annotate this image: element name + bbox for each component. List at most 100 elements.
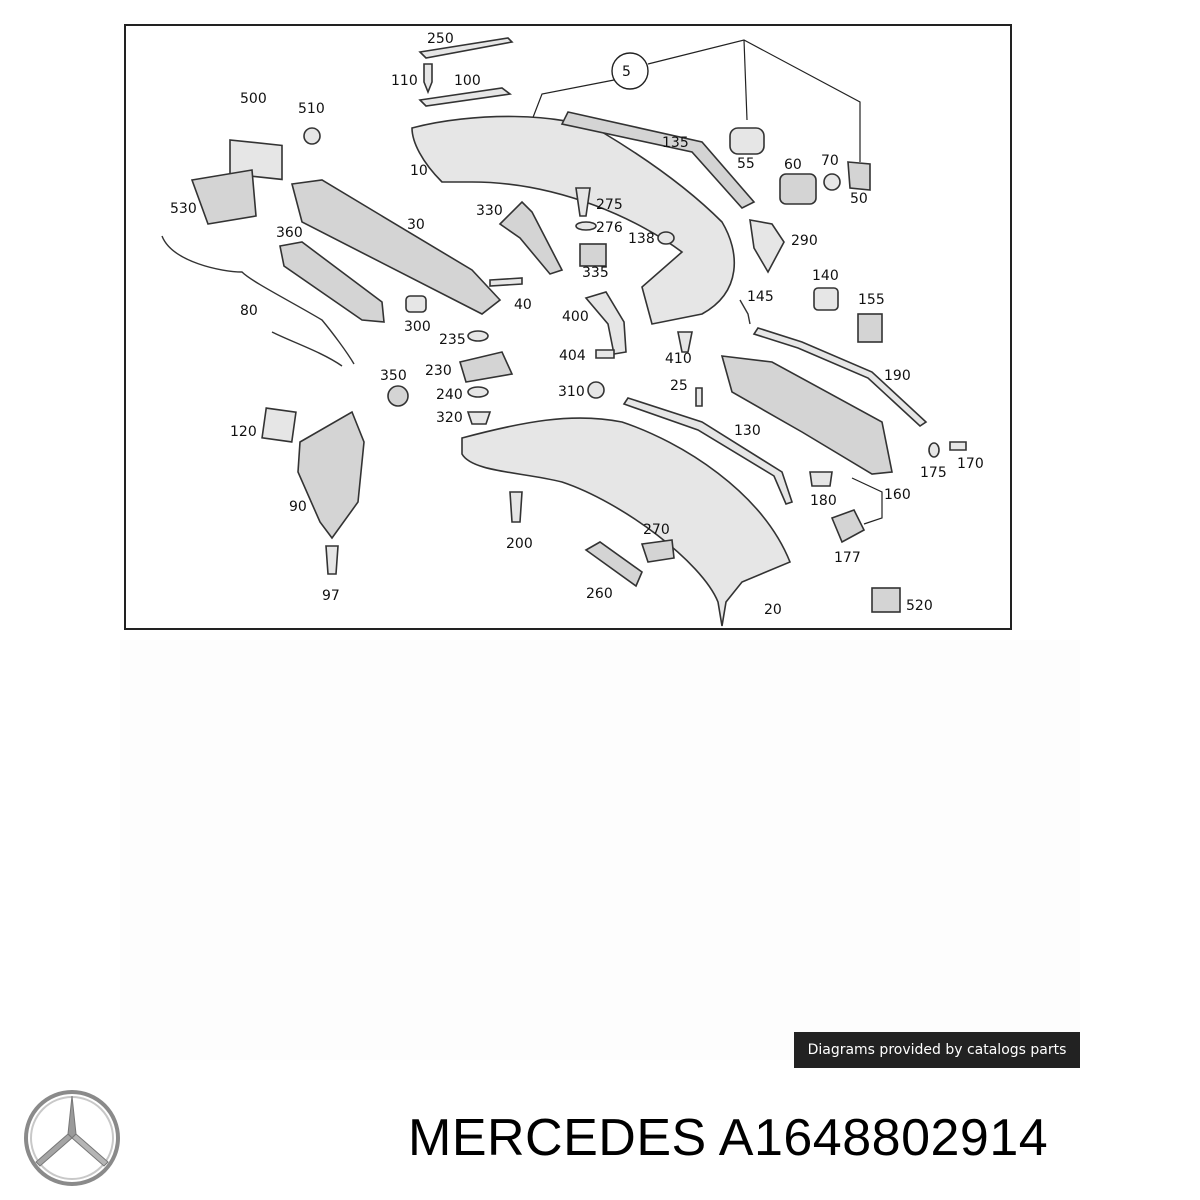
part-label-55: 55 xyxy=(737,156,755,172)
part-label-110: 110 xyxy=(391,73,418,89)
sensor-part xyxy=(779,173,817,205)
part-label-138: 138 xyxy=(628,231,655,247)
part-label-310: 310 xyxy=(558,384,585,400)
part-label-400: 400 xyxy=(562,309,589,325)
part-label-100: 100 xyxy=(454,73,481,89)
bolt-part xyxy=(949,441,967,451)
bracket-part xyxy=(190,169,257,225)
credit-badge: Diagrams provided by catalogs parts xyxy=(794,1032,1080,1068)
wiring-harness-part xyxy=(271,331,343,367)
part-label-404: 404 xyxy=(559,348,586,364)
part-label-20: 20 xyxy=(764,602,782,618)
part-label-190: 190 xyxy=(884,368,911,384)
part-label-140: 140 xyxy=(812,268,839,284)
bolt-part xyxy=(509,491,523,523)
part-label-250: 250 xyxy=(427,31,454,47)
clip-part xyxy=(640,539,675,563)
part-label-330: 330 xyxy=(476,203,503,219)
trim-part xyxy=(749,219,785,274)
leader-line xyxy=(743,39,748,121)
part-label-160: 160 xyxy=(884,487,911,503)
part-label-320: 320 xyxy=(436,410,463,426)
nut-part xyxy=(387,385,409,407)
grommet-part xyxy=(809,471,833,487)
grommet-part xyxy=(303,127,321,145)
clip-part xyxy=(579,243,607,267)
bracket-part xyxy=(498,200,564,275)
part-label-50: 50 xyxy=(850,191,868,207)
pin-part xyxy=(489,277,523,287)
part-label-40: 40 xyxy=(514,297,532,313)
module-part xyxy=(857,313,883,343)
part-label-200: 200 xyxy=(506,536,533,552)
part-label-360: 360 xyxy=(276,225,303,241)
part-label-130: 130 xyxy=(734,423,761,439)
sensor-part xyxy=(830,509,866,544)
module-part xyxy=(229,139,283,181)
part-label-290: 290 xyxy=(791,233,818,249)
part-label-80: 80 xyxy=(240,303,258,319)
trim-strip-part xyxy=(752,327,928,428)
washer-part xyxy=(575,221,597,231)
nut-part xyxy=(587,381,605,399)
cap-part xyxy=(813,287,839,311)
spacer-part xyxy=(466,411,492,425)
screw-part xyxy=(695,387,703,407)
part-label-410: 410 xyxy=(665,351,692,367)
leader-line xyxy=(647,39,861,162)
part-label-510: 510 xyxy=(298,101,325,117)
part-label-97: 97 xyxy=(322,588,340,604)
bolt-part xyxy=(677,331,693,353)
lower-panel-part xyxy=(461,417,792,627)
part-label-135: 135 xyxy=(662,135,689,151)
part-label-90: 90 xyxy=(289,499,307,515)
part-label-350: 350 xyxy=(380,368,407,384)
part-label-235: 235 xyxy=(439,332,466,348)
ring-part xyxy=(823,173,841,191)
part-label-60: 60 xyxy=(784,157,802,173)
leader-line xyxy=(851,477,883,525)
part-label-230: 230 xyxy=(425,363,452,379)
trim-strip-part xyxy=(418,87,513,107)
clip-part xyxy=(423,63,433,95)
leader-line xyxy=(531,79,615,121)
washer-part xyxy=(928,442,940,458)
bolt-part xyxy=(575,187,591,217)
blank-area xyxy=(120,640,1080,1060)
reflector-strip-part xyxy=(560,111,756,209)
mount-part xyxy=(458,351,514,383)
carrier-part xyxy=(279,241,385,323)
trim-part xyxy=(584,291,627,355)
wiring-harness-part xyxy=(161,235,355,365)
part-label-70: 70 xyxy=(821,153,839,169)
bolt-part xyxy=(595,349,615,359)
diffuser-part xyxy=(720,355,893,475)
plate-part xyxy=(261,407,297,443)
part-label-10: 10 xyxy=(410,163,428,179)
part-label-30: 30 xyxy=(407,217,425,233)
part-label-276: 276 xyxy=(596,220,623,236)
part-label-520: 520 xyxy=(906,598,933,614)
nut-part xyxy=(405,295,427,313)
callout-number: 5 xyxy=(622,64,631,80)
bolt-part xyxy=(325,545,339,575)
diagram-drawing: 5 250 110 100 500 510 10 135 55 60 70 50… xyxy=(161,31,984,627)
parts-diagram: 5 250 110 100 500 510 10 135 55 60 70 50… xyxy=(124,24,1012,630)
part-label-270: 270 xyxy=(643,522,670,538)
part-label-260: 260 xyxy=(586,586,613,602)
part-label-177: 177 xyxy=(834,550,861,566)
part-label-170: 170 xyxy=(957,456,984,472)
cover-cap-part xyxy=(729,127,765,155)
grommet-part xyxy=(657,231,675,245)
part-label-145: 145 xyxy=(747,289,774,305)
callout-circle xyxy=(611,52,649,90)
part-label-335: 335 xyxy=(582,265,609,281)
washer-part xyxy=(467,330,489,342)
carrier-part xyxy=(290,179,502,315)
part-label-300: 300 xyxy=(404,319,431,335)
trim-strip-part xyxy=(418,37,514,59)
three-pointed-star-icon xyxy=(24,1090,120,1186)
washer-part xyxy=(467,386,489,398)
part-label-530: 530 xyxy=(170,201,197,217)
bracket-part xyxy=(584,541,643,588)
